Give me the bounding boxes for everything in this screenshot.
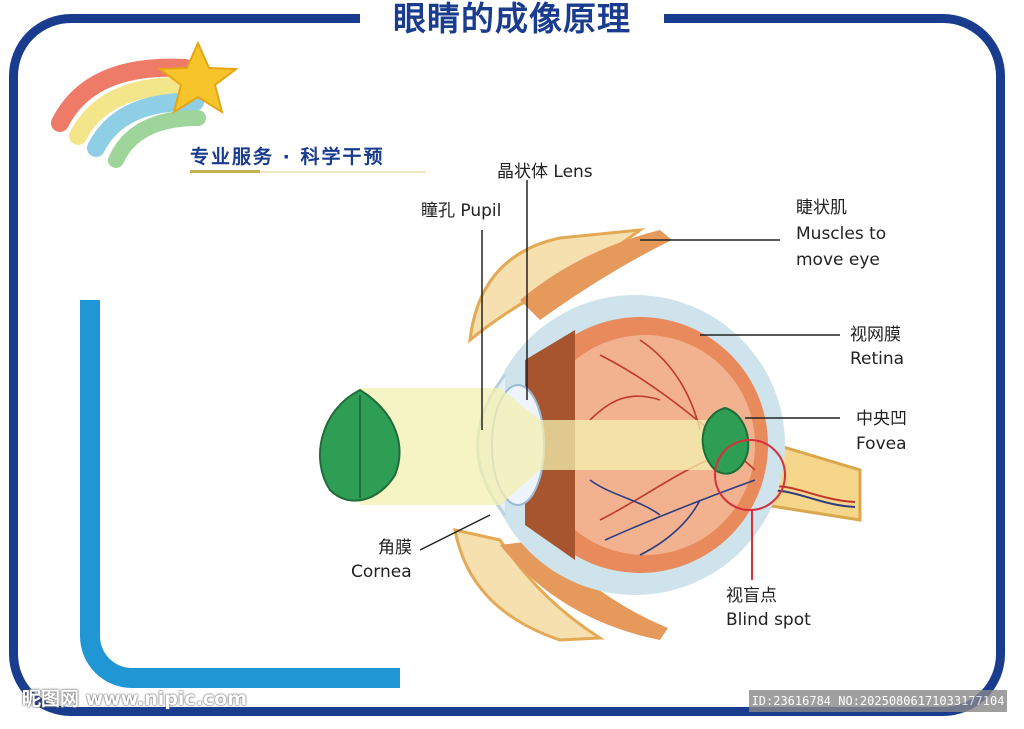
label-fovea-cn: 中央凹 <box>856 409 907 429</box>
watermark-left: 昵图网 www.nipic.com <box>22 688 248 710</box>
label-retina-cn: 视网膜 <box>850 325 901 345</box>
lower-muscle <box>453 528 605 642</box>
title-background <box>360 0 664 40</box>
blind-spot-marker <box>714 439 786 511</box>
upper-muscle-2 <box>520 230 672 320</box>
subtitle-underline-accent <box>190 170 260 173</box>
label-cornea-cn: 角膜 <box>378 538 412 558</box>
label-muscles-cn: 睫状肌 <box>796 198 847 218</box>
label-fovea-en: Fovea <box>856 434 907 454</box>
page-title: 眼睛的成像原理 <box>393 0 631 38</box>
subtitle-underline <box>190 171 426 173</box>
decorative-bracket <box>80 300 400 688</box>
subtitle: 专业服务 · 科学干预 <box>190 146 385 168</box>
label-blindspot-en: Blind spot <box>726 610 811 630</box>
label-cornea-en: Cornea <box>351 562 412 582</box>
object-leaf-icon <box>319 388 401 502</box>
label-lens: 晶状体 Lens <box>497 162 593 182</box>
rainbow-star-icon <box>51 40 239 168</box>
light-beam <box>360 388 730 505</box>
label-pupil: 瞳孔 Pupil <box>421 201 502 221</box>
watermark-right: ID:23616784 NO:20250806171033177104 <box>749 690 1007 712</box>
image-leaf-icon <box>701 406 750 475</box>
label-retina-en: Retina <box>850 349 905 369</box>
label-muscles-en-1: Muscles to <box>796 224 887 244</box>
lower-muscle-2 <box>500 540 668 640</box>
label-blindspot-cn: 视盲点 <box>726 586 777 606</box>
label-muscles-en-2: move eye <box>796 250 880 270</box>
